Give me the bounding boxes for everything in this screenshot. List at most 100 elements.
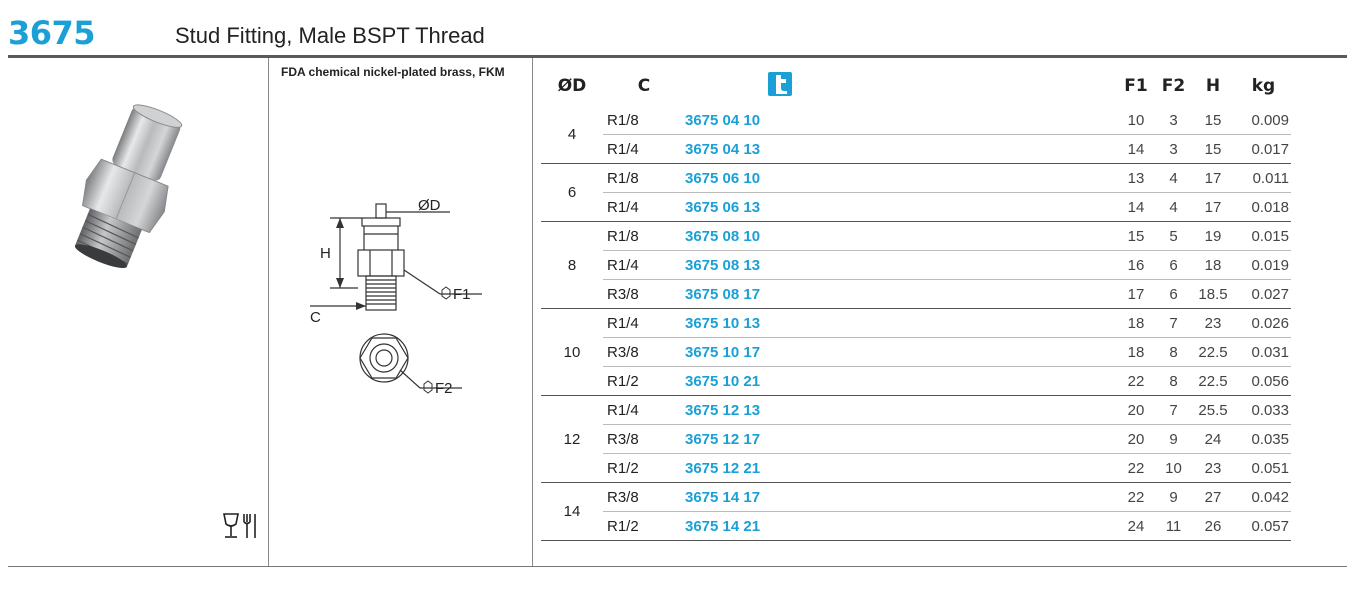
cell-part-number[interactable]: 3675 12 17 (685, 424, 1115, 454)
cell-kg: 0.033 (1236, 395, 1291, 425)
cell-od: 10 (541, 308, 603, 396)
cell-h: 15 (1190, 106, 1236, 135)
col-header-c: C (637, 76, 651, 96)
cell-kg: 0.035 (1236, 424, 1291, 454)
cell-part-number[interactable]: 3675 10 21 (685, 366, 1115, 396)
footer-rule (8, 566, 1347, 567)
cell-f2: 9 (1157, 482, 1190, 512)
cell-f2: 9 (1157, 424, 1190, 454)
drawing-label-f2: F2 (435, 380, 453, 397)
cell-f2: 11 (1157, 511, 1190, 541)
cell-h: 23 (1190, 308, 1236, 338)
cell-f2: 6 (1157, 279, 1190, 309)
cell-f2: 8 (1157, 337, 1190, 367)
cell-h: 18.5 (1190, 279, 1236, 309)
cell-thread: R1/4 (603, 192, 685, 222)
page-title: Stud Fitting, Male BSPT Thread (175, 23, 485, 48)
cell-part-number[interactable]: 3675 14 17 (685, 482, 1115, 512)
cell-thread: R1/8 (603, 221, 685, 251)
drawing-label-c: C (310, 309, 321, 326)
cell-part-number[interactable]: 3675 12 13 (685, 395, 1115, 425)
drawing-label-f1: F1 (453, 286, 471, 303)
cell-part-number[interactable]: 3675 10 17 (685, 337, 1115, 367)
cell-f1: 14 (1115, 192, 1157, 222)
cell-thread: R1/4 (603, 308, 685, 338)
cell-h: 17 (1190, 163, 1236, 193)
cell-kg: 0.027 (1236, 279, 1291, 309)
cell-h: 18 (1190, 250, 1236, 280)
cell-f2: 4 (1157, 163, 1190, 193)
col-header-od: ØD (557, 76, 587, 96)
technical-drawing: ØD H C F1 F2 (310, 197, 482, 397)
cell-f1: 14 (1115, 134, 1157, 164)
cell-f1: 18 (1115, 308, 1157, 338)
cell-kg: 0.057 (1236, 511, 1291, 541)
cell-kg: 0.056 (1236, 366, 1291, 396)
cell-kg: 0.019 (1236, 250, 1291, 280)
cell-f2: 10 (1157, 453, 1190, 483)
cell-f2: 4 (1157, 192, 1190, 222)
catalog-reference-icon (768, 71, 792, 96)
cell-part-number[interactable]: 3675 06 10 (685, 163, 1115, 193)
cell-kg: 0.015 (1236, 221, 1291, 251)
cell-f1: 17 (1115, 279, 1157, 309)
col-header-f1: F1 (1124, 76, 1148, 96)
cell-kg: 0.009 (1236, 106, 1291, 135)
cell-part-number[interactable]: 3675 08 13 (685, 250, 1115, 280)
cell-kg: 0.051 (1236, 453, 1291, 483)
cell-f1: 20 (1115, 424, 1157, 454)
cell-h: 24 (1190, 424, 1236, 454)
cell-f1: 20 (1115, 395, 1157, 425)
cell-od: 4 (541, 106, 603, 164)
product-photo (74, 104, 183, 269)
cell-h: 25.5 (1190, 395, 1236, 425)
cell-h: 17 (1190, 192, 1236, 222)
cell-kg: 0.017 (1236, 134, 1291, 164)
cell-kg: 0.011 (1236, 163, 1291, 193)
cell-thread: R1/4 (603, 250, 685, 280)
cell-f1: 18 (1115, 337, 1157, 367)
column-divider (268, 58, 269, 566)
cell-kg: 0.031 (1236, 337, 1291, 367)
cell-part-number[interactable]: 3675 14 21 (685, 511, 1115, 541)
cell-thread: R1/2 (603, 453, 685, 483)
cell-f1: 22 (1115, 453, 1157, 483)
cell-thread: R3/8 (603, 424, 685, 454)
cell-od: 6 (541, 163, 603, 222)
col-header-ref (685, 66, 1115, 106)
cell-f2: 8 (1157, 366, 1190, 396)
cell-h: 15 (1190, 134, 1236, 164)
cell-f1: 24 (1115, 511, 1157, 541)
cell-f2: 3 (1157, 134, 1190, 164)
cell-part-number[interactable]: 3675 04 13 (685, 134, 1115, 164)
cell-f1: 16 (1115, 250, 1157, 280)
cell-part-number[interactable]: 3675 06 13 (685, 192, 1115, 222)
cell-f1: 10 (1115, 106, 1157, 135)
cell-f2: 6 (1157, 250, 1190, 280)
cell-thread: R3/8 (603, 279, 685, 309)
cell-f2: 5 (1157, 221, 1190, 251)
cell-f2: 7 (1157, 308, 1190, 338)
cell-part-number[interactable]: 3675 08 10 (685, 221, 1115, 251)
cell-part-number[interactable]: 3675 10 13 (685, 308, 1115, 338)
cell-f2: 3 (1157, 106, 1190, 135)
cell-part-number[interactable]: 3675 04 10 (685, 106, 1115, 135)
cell-f1: 22 (1115, 482, 1157, 512)
cell-part-number[interactable]: 3675 08 17 (685, 279, 1115, 309)
drawing-label-od: ØD (418, 197, 441, 214)
cell-f1: 15 (1115, 221, 1157, 251)
cell-f2: 7 (1157, 395, 1190, 425)
column-divider (532, 58, 533, 566)
cell-part-number[interactable]: 3675 12 21 (685, 453, 1115, 483)
product-code: 3675 (8, 14, 96, 52)
